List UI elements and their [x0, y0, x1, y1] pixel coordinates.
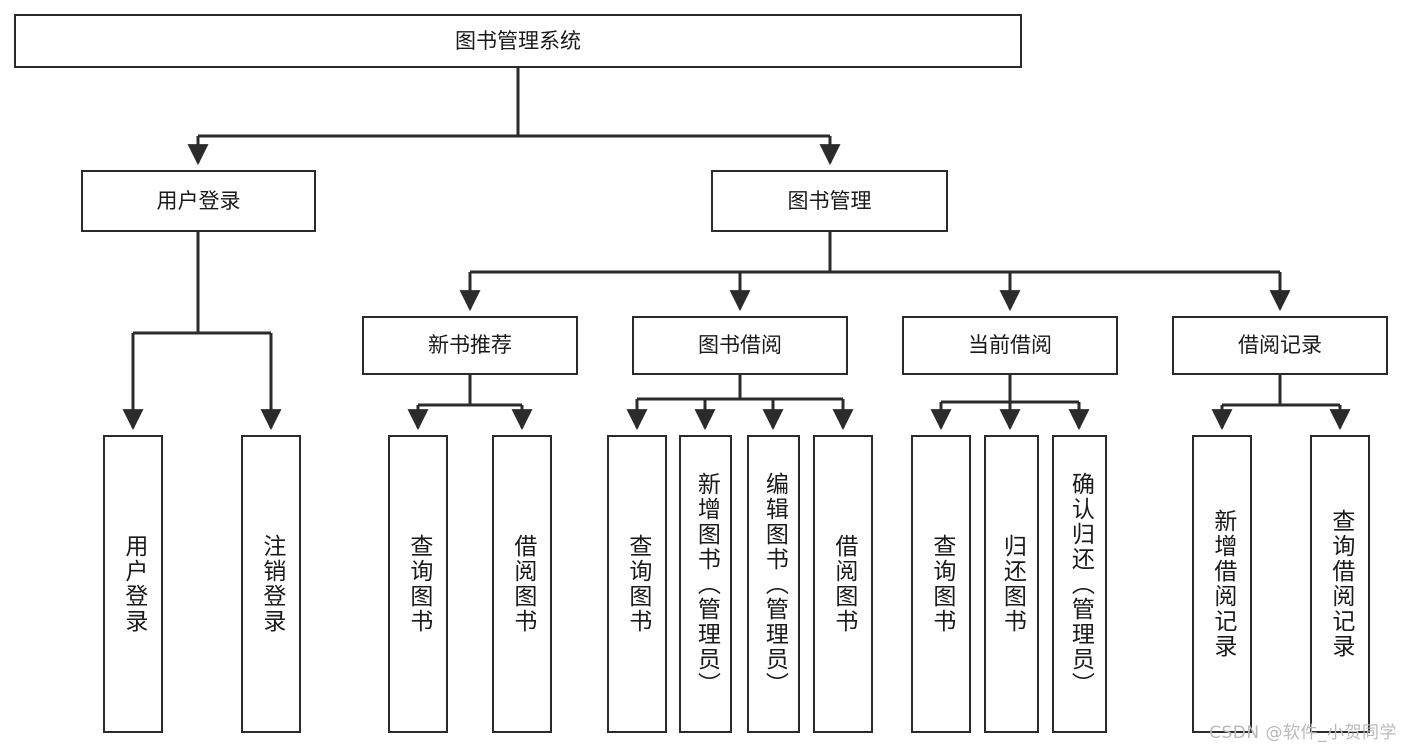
- leaf-query-borrow-record[interactable]: 查询借阅记录: [1310, 435, 1370, 733]
- node-label: 编辑图书（管理员）: [761, 471, 788, 697]
- node-new-book-recommend[interactable]: 新书推荐: [362, 316, 578, 375]
- node-label: 用户登录: [120, 534, 147, 634]
- node-label: 图书管理: [787, 188, 872, 213]
- node-label: 新书推荐: [428, 333, 512, 358]
- node-label: 当前借阅: [968, 333, 1052, 358]
- node-label: 图书管理系统: [455, 28, 581, 53]
- csdn-watermark: CSDN @软件_小贺同学: [1209, 723, 1397, 743]
- leaf-edit-book-admin[interactable]: 编辑图书（管理员）: [747, 435, 800, 733]
- node-label: 借阅记录: [1238, 333, 1322, 358]
- node-label: 归还图书: [999, 534, 1026, 634]
- node-label: 查询借阅记录: [1327, 509, 1354, 659]
- leaf-add-book-admin[interactable]: 新增图书（管理员）: [679, 435, 732, 733]
- node-label: 用户登录: [156, 188, 241, 213]
- node-book-management-system[interactable]: 图书管理系统: [14, 14, 1022, 68]
- leaf-add-borrow-record[interactable]: 新增借阅记录: [1192, 435, 1252, 733]
- node-book-borrow[interactable]: 图书借阅: [632, 316, 848, 375]
- node-label: 新增图书（管理员）: [693, 471, 720, 697]
- node-label: 借阅图书: [509, 534, 536, 634]
- node-label: 查询图书: [624, 534, 651, 634]
- node-borrow-record[interactable]: 借阅记录: [1172, 316, 1388, 375]
- leaf-query-book-new-recommend[interactable]: 查询图书: [388, 435, 448, 733]
- node-label: 新增借阅记录: [1209, 509, 1236, 659]
- node-label: 图书借阅: [698, 333, 782, 358]
- node-user-login[interactable]: 用户登录: [81, 170, 316, 232]
- leaf-user-login[interactable]: 用户登录: [103, 435, 163, 733]
- leaf-borrow-book-borrow[interactable]: 借阅图书: [813, 435, 873, 733]
- leaf-query-book-current[interactable]: 查询图书: [911, 435, 971, 733]
- node-current-borrow[interactable]: 当前借阅: [902, 316, 1118, 375]
- node-label: 查询图书: [928, 534, 955, 634]
- node-label: 确认归还（管理员）: [1067, 471, 1094, 697]
- node-label: 查询图书: [405, 534, 432, 634]
- leaf-query-book-borrow[interactable]: 查询图书: [607, 435, 667, 733]
- node-book-management[interactable]: 图书管理: [711, 170, 948, 232]
- leaf-logout[interactable]: 注销登录: [241, 435, 301, 733]
- leaf-borrow-book-new-recommend[interactable]: 借阅图书: [492, 435, 552, 733]
- node-label: 注销登录: [258, 534, 285, 634]
- node-label: 借阅图书: [830, 534, 857, 634]
- leaf-confirm-return-admin[interactable]: 确认归还（管理员）: [1052, 435, 1107, 733]
- leaf-return-book[interactable]: 归还图书: [984, 435, 1039, 733]
